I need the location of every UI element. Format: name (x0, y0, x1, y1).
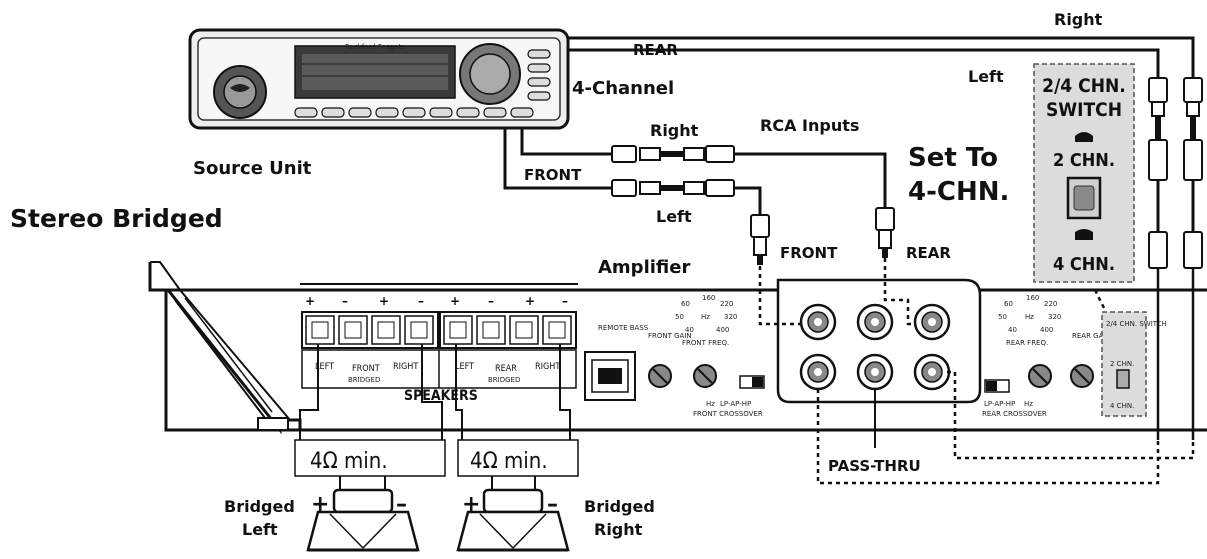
source-unit-label: Source Unit (193, 158, 312, 179)
rear-gain-label: REAR GAIN (1072, 332, 1111, 340)
instruction-line-2: 4-CHN. (908, 177, 1009, 207)
terminal-sign-6: – (488, 294, 494, 308)
front-filter-modes: LP-AP-HP (720, 400, 751, 408)
switch-option-2: 2 CHN. (1053, 150, 1115, 171)
switch-title-line-2: SWITCH (1046, 99, 1122, 121)
terminal-sign-2: – (342, 294, 348, 308)
rear-hz-label: Hz (1024, 400, 1033, 408)
switch-title-line-1: 2/4 CHN. (1042, 75, 1126, 97)
switch-option-4: 4 CHN. (1053, 254, 1115, 275)
front-freq-tick-hz: Hz (701, 313, 710, 321)
wire-label-left-mid: Left (656, 207, 692, 226)
wire-label-rear: REAR (633, 41, 678, 59)
amplifier-label: Amplifier (598, 257, 690, 278)
amp-switch-option-2: 2 CHN. (1110, 360, 1134, 368)
front-crossover-label: FRONT CROSSOVER (693, 410, 763, 418)
front-right-label: RIGHT (393, 362, 418, 372)
left-speaker-label-1: Bridged (224, 497, 295, 516)
left-impedance: 4Ω min. (310, 449, 388, 474)
position-2-icon (1075, 132, 1093, 142)
rear-freq-tick-50: 50 (998, 313, 1007, 321)
source-unit-brand: Rockford Fosgate (345, 43, 405, 51)
right-impedance: 4Ω min. (470, 449, 548, 474)
wire-label-front: FRONT (524, 166, 582, 184)
amp-switch-panel (1101, 311, 1147, 417)
instruction-line-1: Set To (908, 143, 998, 173)
terminal-sign-5: + (450, 294, 460, 308)
pass-thru-label: PASS-THRU (828, 457, 921, 475)
rear-freq-tick-160: 160 (1026, 294, 1039, 302)
rear-freq-tick-hz: Hz (1025, 313, 1034, 321)
rear-crossover-label: REAR CROSSOVER (982, 410, 1047, 418)
impedance-box-right (457, 439, 579, 477)
front-freq-tick-50: 50 (675, 313, 684, 321)
front-freq-tick-220: 220 (720, 300, 733, 308)
position-4-icon (1075, 229, 1093, 240)
right-speaker-label-1: Bridged (584, 497, 655, 516)
rca-jacks[interactable] (799, 303, 951, 391)
left-speaker (306, 488, 420, 552)
rear-freq-tick-400: 400 (1040, 326, 1053, 334)
right-speaker-label-2: Right (594, 520, 643, 539)
rear-right-label: RIGHT (535, 362, 560, 372)
speaker-terminals[interactable] (305, 315, 572, 345)
amplifier: Amplifier + – + – + – + – LEFT (148, 244, 1207, 435)
wire-label-right-top: Right (1054, 10, 1103, 29)
right-speaker-minus: – (547, 492, 558, 517)
left-speaker-plus: + (311, 492, 329, 517)
rear-freq-tick-60: 60 (1004, 300, 1013, 308)
left-speaker-label-2: Left (242, 520, 278, 539)
speaker-wires (299, 344, 571, 440)
amp-switch-option-4: 4 CHN. (1110, 402, 1134, 410)
impedance-box-left (294, 439, 446, 477)
front-gain-label: FRONT GAIN (648, 332, 692, 340)
rear-bridged-label: BRIDGED (488, 376, 520, 384)
diagram-title: Stereo Bridged (10, 204, 223, 233)
front-freq-tick-40: 40 (685, 326, 694, 334)
amp-switch-title: 2/4 CHN. SWITCH (1106, 320, 1167, 328)
front-label: FRONT (352, 364, 380, 374)
front-bridged-label: BRIDGED (348, 376, 380, 384)
wire-label-right-mid: Right (650, 121, 699, 140)
rca-plugs (611, 77, 1203, 269)
left-speaker-minus: – (396, 492, 407, 517)
terminal-sign-1: + (305, 294, 315, 308)
switch-panel: 2/4 CHN. SWITCH 2 CHN. 4 CHN. (1033, 63, 1135, 283)
rear-filter-modes: LP-AP-HP (984, 400, 1015, 408)
amp-mode-switch[interactable] (1116, 369, 1130, 389)
dashed-connections (758, 258, 1195, 485)
remote-bass-label: REMOTE BASS (598, 324, 649, 332)
rear-freq-tick-220: 220 (1044, 300, 1057, 308)
front-hz-label: Hz (706, 400, 715, 408)
rear-freq-tick-40: 40 (1008, 326, 1017, 334)
terminal-sign-7: + (525, 294, 535, 308)
rear-freq-tick-320: 320 (1048, 313, 1061, 321)
source-unit: Rockford Fosgate (188, 28, 570, 130)
rca-inputs-label: RCA Inputs (760, 116, 859, 135)
front-freq-tick-320: 320 (724, 313, 737, 321)
rca-rear-label: REAR (906, 244, 951, 262)
front-left-label: LEFT (315, 362, 334, 372)
rca-front-label: FRONT (780, 244, 838, 262)
wire-label-left-top: Left (968, 67, 1004, 86)
right-speaker (456, 488, 570, 552)
front-freq-tick-60: 60 (681, 300, 690, 308)
terminal-sign-8: – (562, 294, 568, 308)
rear-label: REAR (495, 364, 517, 374)
front-freq-label: FRONT FREQ. (682, 339, 729, 347)
terminal-sign-4: – (418, 294, 424, 308)
rear-freq-label: REAR FREQ. (1006, 339, 1048, 347)
terminal-sign-3: + (379, 294, 389, 308)
front-freq-tick-400: 400 (716, 326, 729, 334)
rear-left-label: LEFT (455, 362, 474, 372)
front-freq-tick-160: 160 (702, 294, 715, 302)
channel-count-label: 4-Channel (572, 78, 674, 99)
right-speaker-plus: + (462, 492, 480, 517)
